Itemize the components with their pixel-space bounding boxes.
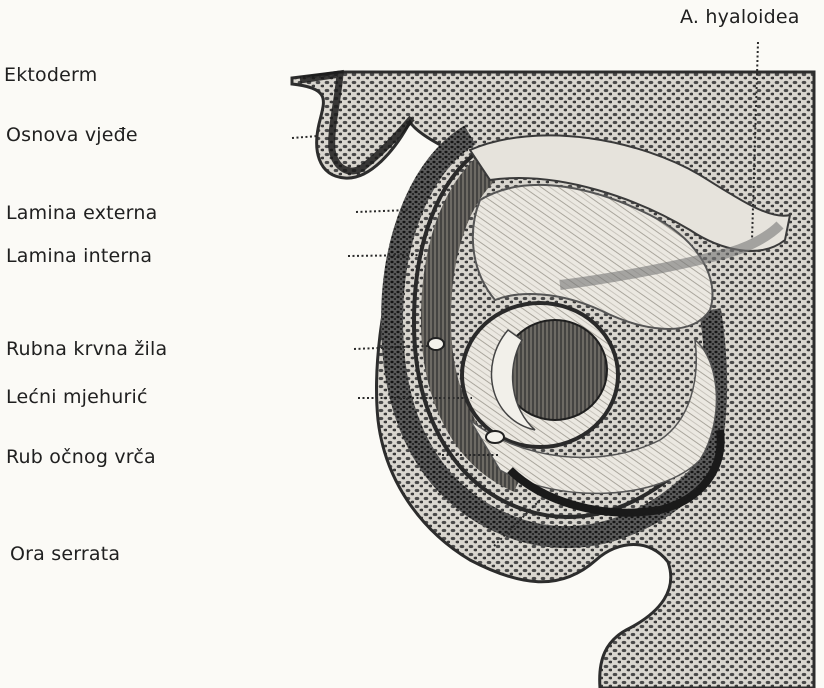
lens-vesicle [462, 303, 618, 447]
label-lamina-externa: Lamina externa [6, 202, 157, 224]
marginal-vessel [428, 338, 444, 350]
label-lecni-mjehuric: Lećni mjehurić [6, 386, 148, 408]
label-ora-serrata: Ora serrata [10, 543, 120, 565]
label-osnova-vjede: Osnova vjeđe [6, 124, 138, 146]
label-a-hyaloidea: A. hyaloidea [680, 6, 800, 28]
label-rub-ocnog-vrca: Rub očnog vrča [6, 446, 156, 468]
label-ektoderm: Ektoderm [4, 64, 97, 86]
label-lamina-interna: Lamina interna [6, 245, 152, 267]
label-rubna-krvna-zila: Rubna krvna žila [6, 338, 167, 360]
